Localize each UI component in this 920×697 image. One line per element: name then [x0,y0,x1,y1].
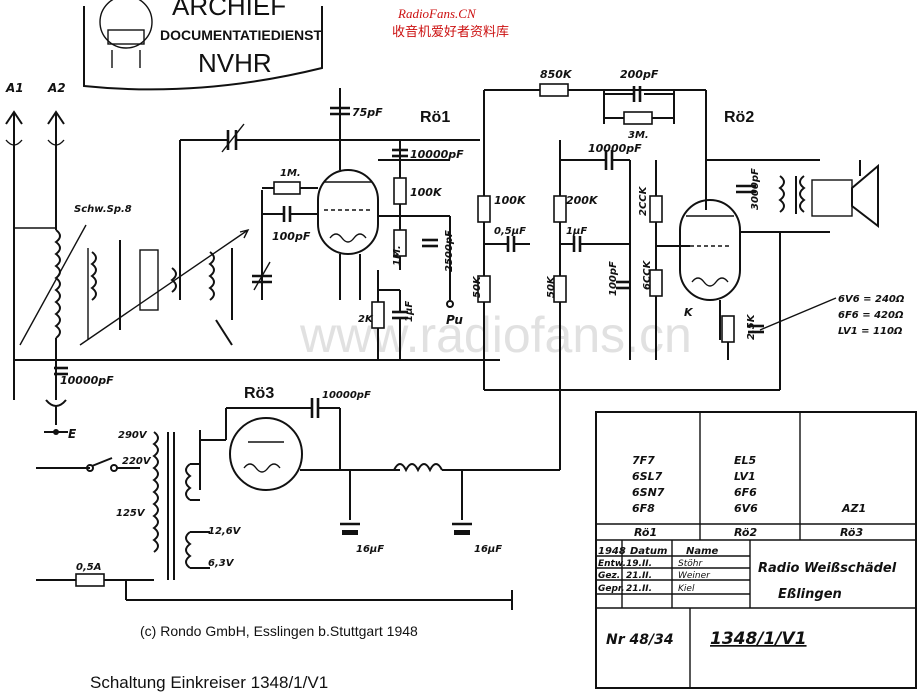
c-05uf-label: 0,5µF [494,226,526,237]
tb-col-name: Name [686,546,719,557]
c-100pf-label: 100pF [272,230,311,243]
tap-126-label: 12,6V [208,526,242,537]
r-2ccx-top-label: 2CCK [638,185,649,216]
site-url: RadioFans.CN [397,6,477,21]
c-16uf-b-label: 16µF [474,544,502,555]
table-header-ro3: Rö3 [840,526,863,539]
tb-row1-name: Stöhr [678,559,703,569]
tube-ro1: Rö1 [317,109,450,255]
tb-company-2: Eßlingen [778,587,842,602]
tube-ro3: Rö3 [229,385,303,491]
r-850k-label: 850K [540,68,573,81]
title-block: 7F7 6SL7 6SN7 6F8 EL5 LV1 6F6 6V6 AZ1 Rö… [595,411,917,689]
table-col2-3: 6V6 [734,502,758,515]
tb-row3: Gepr. [598,584,625,594]
coil-label: Schw.Sp.8 [74,204,132,215]
tb-row2-name: Weiner [678,571,711,581]
r-3m-label: 3M. [628,130,649,141]
tb-col-date: Datum [630,546,667,557]
table-col2-0: EL5 [734,454,757,467]
tb-number-right: 1348/1/V1 [710,629,807,649]
antenna-a2: A2 [47,81,66,230]
cathode-note-1: 6V6 = 240Ω [838,294,905,305]
table-header-ro1: Rö1 [634,526,657,539]
pu-label: Pu [446,313,463,327]
tb-row3-date: 21.II. [626,584,652,594]
earth-label: E [68,427,77,441]
r-2k-label: 2K [358,314,374,325]
c-16uf-a-label: 16µF [356,544,384,555]
table-col1-1: 6SL7 [632,470,663,483]
cathode-note-2: 6F6 = 420Ω [838,310,904,321]
antenna-a1: A1 [5,81,24,400]
site-chinese: 收音机爱好者资料库 [392,24,509,39]
r-600k-label: 6CCK [642,259,653,290]
tap-290-label: 290V [118,430,148,441]
tap-220-label: 220V [122,456,152,467]
tb-row1-date: 19.II. [626,559,652,569]
antenna-a2-label: A2 [47,81,66,95]
table-header-ro2: Rö2 [734,526,757,539]
speaker-icon [851,163,879,229]
antenna-a1-label: A1 [5,81,24,95]
tb-row1: Entw. [598,559,626,569]
stamp-line1: ARCHIEF [172,0,286,21]
c-10000pf-grid-label: 10000pF [410,148,464,161]
caption: Schaltung Einkreiser 1348/1/V1 [90,673,328,692]
r-50k-b-label: 50K [546,275,557,298]
c-ant-label: 10000pF [60,374,114,387]
tap-125-label: 125V [116,508,146,519]
table-col3-0: AZ1 [841,502,866,515]
r-100k-b-label: 100K [494,194,527,207]
tube-ro3-label: Rö3 [244,385,274,402]
tb-row2: Gez. [598,571,620,581]
cathode-note-3: LV1 = 110Ω [838,326,903,337]
watermark: www.radiofans.cn [299,307,692,363]
r-50k-a-label: 50K [472,275,483,298]
r-1m-label: 1M. [280,168,301,179]
table-col2-2: 6F6 [734,486,757,499]
tube-ro2: Rö2 [679,109,754,301]
k-mark: K [684,306,694,319]
tb-year: 1948 [598,546,626,557]
tb-row3-name: Kiel [678,584,695,594]
fuse-label: 0,5A [76,562,101,573]
table-col2-1: LV1 [734,470,756,483]
tube-logo-icon [99,0,153,49]
copyright: (c) Rondo GmbH, Esslingen b.Stuttgart 19… [140,623,418,639]
r-200k-label: 200K [566,194,599,207]
r-100k-a-label: 100K [410,186,443,199]
table-col1-3: 6F8 [632,502,655,515]
tube-ro1-label: Rö1 [420,109,450,126]
c-3000pf-label: 3000pF [750,168,761,210]
table-col1-2: 6SN7 [632,486,665,499]
c-75pf-label: 75pF [352,106,383,119]
stamp-line3: NVHR [198,48,272,78]
c-10000pf-coupling-label: 10000pF [588,142,642,155]
c-10000pf-ro3-label: 10000pF [322,390,371,401]
r-1m-b-label: 1M. [392,245,403,266]
table-col1-0: 7F7 [632,454,655,467]
stamp-line2: DOCUMENTATIEDIENST [160,27,322,43]
c-1uf-b-label: 1µF [404,301,415,322]
c-1uf-a-label: 1µF [566,226,587,237]
tube-ro2-label: Rö2 [724,109,754,126]
tap-63-label: 6,3V [208,558,235,569]
tb-number-left: Nr 48/34 [606,632,674,648]
archive-stamp: ARCHIEF DOCUMENTATIEDIENST NVHR [83,0,323,91]
c-100pf-b-label: 100pF [608,261,619,296]
tb-row2-date: 21.II. [626,571,652,581]
tb-company-1: Radio Weißschädel [758,561,897,576]
c-200pf-label: 200pF [620,68,659,81]
